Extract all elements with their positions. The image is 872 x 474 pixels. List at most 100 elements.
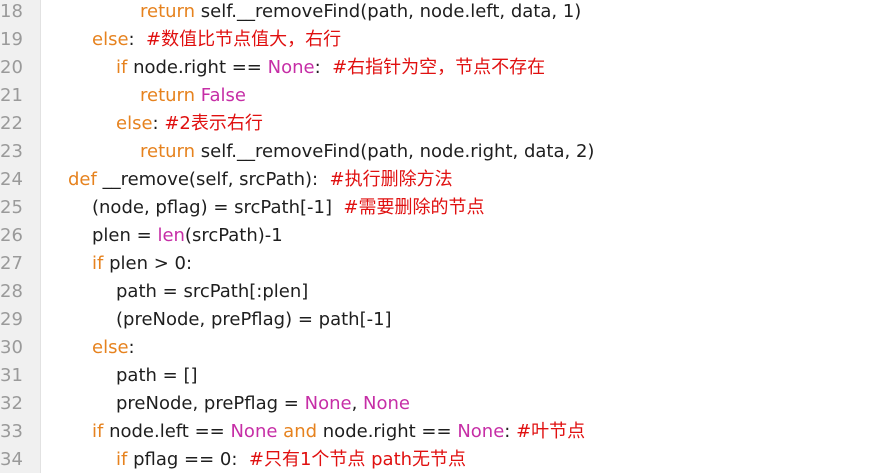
line-number-gutter <box>0 0 41 473</box>
code-text: else: #数值比节点值大，右行 <box>92 26 341 54</box>
line-number: 24 <box>0 169 23 190</box>
code-token: plen > 0: <box>103 253 193 274</box>
code-line[interactable]: 33 if node.left == None and node.right ==… <box>0 418 872 446</box>
code-line[interactable]: 26 plen = len(srcPath)-1 <box>0 222 872 250</box>
line-number: 22 <box>0 113 23 134</box>
keyword-token: if <box>92 421 104 442</box>
keyword-token: if <box>92 253 104 274</box>
code-token: pflag == 0: <box>127 449 249 470</box>
builtin-token: None <box>363 393 410 414</box>
code-text: (preNode, prePflag) = path[-1] <box>116 306 392 334</box>
builtin-token: None <box>230 421 278 442</box>
code-token: : <box>128 29 147 50</box>
code-text: preNode, prePflag = None, None <box>116 390 410 418</box>
line-number: 29 <box>0 309 23 330</box>
comment-token: #需要删除的节点 <box>343 197 485 218</box>
code-text: else: #2表示右行 <box>116 110 263 138</box>
code-line[interactable]: 24 def __remove(self, srcPath): #执行删除方法 <box>0 166 872 194</box>
code-token: (preNode, prePflag) = path[-1] <box>116 309 392 330</box>
code-line[interactable]: 28 path = srcPath[:plen] <box>0 278 872 306</box>
keyword-token: if <box>116 449 128 470</box>
code-line[interactable]: 23 return self.__removeFind(path, node.ri… <box>0 138 872 166</box>
code-text: else: <box>92 334 135 362</box>
line-number: 27 <box>0 253 23 274</box>
line-number: 19 <box>0 29 23 50</box>
code-line[interactable]: 31 path = [] <box>0 362 872 390</box>
code-text: return False <box>140 82 246 110</box>
keyword-token: and <box>283 421 318 442</box>
code-text: path = [] <box>116 362 198 390</box>
code-line[interactable]: 32 preNode, prePflag = None, None <box>0 390 872 418</box>
code-token: : <box>152 113 165 134</box>
code-token: plen = <box>92 225 158 246</box>
code-token: path = srcPath[:plen] <box>116 281 309 302</box>
line-number: 23 <box>0 141 23 162</box>
code-token: : <box>314 57 333 78</box>
line-number: 33 <box>0 421 23 442</box>
code-text: if plen > 0: <box>92 250 192 278</box>
comment-token: #数值比节点值大，右行 <box>146 29 342 50</box>
code-line[interactable]: 19 else: #数值比节点值大，右行 <box>0 26 872 54</box>
code-text: return self.__removeFind(path, node.righ… <box>140 138 594 166</box>
keyword-token: else <box>92 337 129 358</box>
code-token: (node, pflag) = srcPath[-1] <box>92 197 344 218</box>
builtin-token: None <box>457 421 505 442</box>
comment-token: #只有1个节点 path无节点 <box>248 449 467 470</box>
keyword-token: else <box>92 29 129 50</box>
line-number: 20 <box>0 57 23 78</box>
keyword-token: if <box>116 57 128 78</box>
code-token: self.__removeFind(path, node.right, data… <box>195 141 595 162</box>
line-number: 28 <box>0 281 23 302</box>
line-number: 18 <box>0 1 23 22</box>
code-text: if node.right == None: #右指针为空，节点不存在 <box>116 54 545 82</box>
comment-token: #执行删除方法 <box>329 169 453 190</box>
code-text: def __remove(self, srcPath): #执行删除方法 <box>68 166 453 194</box>
keyword-token: return <box>140 85 196 106</box>
code-token: node.right == <box>317 421 458 442</box>
keyword-token: return <box>140 1 196 22</box>
code-token: self.__removeFind(path, node.left, data,… <box>195 1 582 22</box>
code-line[interactable]: 30 else: <box>0 334 872 362</box>
line-number: 31 <box>0 365 23 386</box>
code-line[interactable]: 34 if pflag == 0: #只有1个节点 path无节点 <box>0 446 872 474</box>
code-line[interactable]: 18 return self.__removeFind(path, node.le… <box>0 0 872 26</box>
keyword-token: return <box>140 141 196 162</box>
builtin-token: None <box>267 57 315 78</box>
code-token: node.left == <box>103 421 231 442</box>
builtin-token: None <box>304 393 352 414</box>
code-token: : <box>504 421 517 442</box>
builtin-token: False <box>200 85 246 106</box>
code-line[interactable]: 20 if node.right == None: #右指针为空，节点不存在 <box>0 54 872 82</box>
code-token: node.right == <box>127 57 268 78</box>
comment-token: #右指针为空，节点不存在 <box>332 57 546 78</box>
code-line[interactable]: 22 else: #2表示右行 <box>0 110 872 138</box>
code-token: path = [] <box>116 365 198 386</box>
line-number: 30 <box>0 337 23 358</box>
code-line[interactable]: 25 (node, pflag) = srcPath[-1] #需要删除的节点 <box>0 194 872 222</box>
code-token: (srcPath)-1 <box>184 225 283 246</box>
line-number: 34 <box>0 449 23 470</box>
line-number: 26 <box>0 225 23 246</box>
code-line[interactable]: 27 if plen > 0: <box>0 250 872 278</box>
comment-token: #2表示右行 <box>164 113 263 134</box>
code-text: return self.__removeFind(path, node.left… <box>140 0 581 26</box>
code-text: if pflag == 0: #只有1个节点 path无节点 <box>116 446 466 474</box>
code-token: __remove(self, srcPath): <box>96 169 330 190</box>
code-text: (node, pflag) = srcPath[-1] #需要删除的节点 <box>92 194 485 222</box>
line-number: 21 <box>0 85 23 106</box>
keyword-token: def <box>68 169 97 190</box>
code-token: preNode, prePflag = <box>116 393 305 414</box>
comment-token: #叶节点 <box>516 421 586 442</box>
code-text: plen = len(srcPath)-1 <box>92 222 283 250</box>
code-text: path = srcPath[:plen] <box>116 278 308 306</box>
builtin-token: len <box>157 225 185 246</box>
line-number: 25 <box>0 197 23 218</box>
code-line[interactable]: 29 (preNode, prePflag) = path[-1] <box>0 306 872 334</box>
code-token: , <box>351 393 364 414</box>
code-line[interactable]: 21 return False <box>0 82 872 110</box>
keyword-token: else <box>116 113 153 134</box>
line-number: 32 <box>0 393 23 414</box>
code-text: if node.left == None and node.right == N… <box>92 418 585 446</box>
